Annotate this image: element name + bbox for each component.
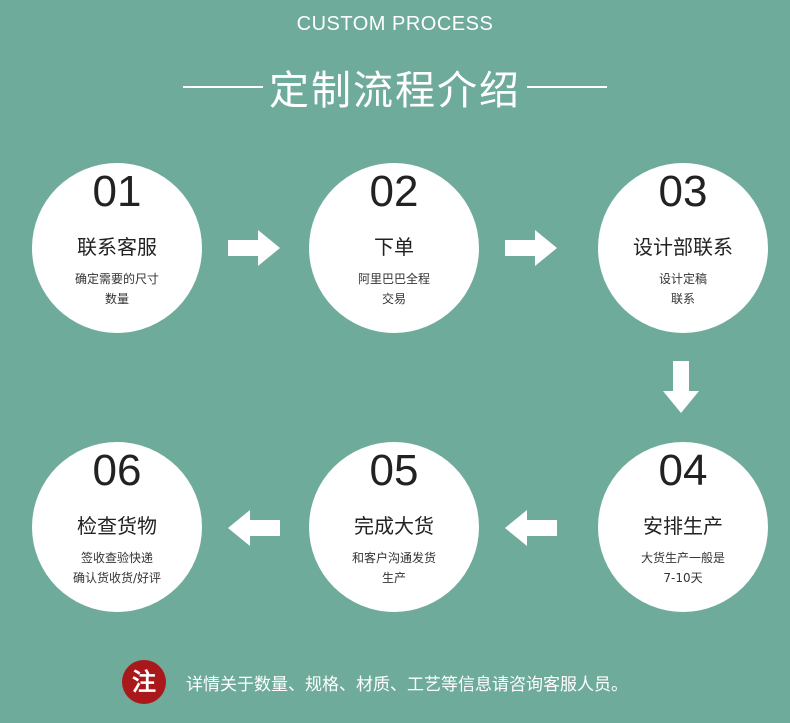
note-row: 注 详情关于数量、规格、材质、工艺等信息请咨询客服人员。 xyxy=(122,660,628,704)
arrow-left-icon xyxy=(228,510,280,546)
step-number: 02 xyxy=(369,167,419,216)
step-name: 联系客服 xyxy=(77,235,157,259)
step-description-line: 生产 xyxy=(381,571,406,585)
step-description: 确定需要的尺寸 数量 xyxy=(50,269,184,309)
step-04: 04 安排生产 大货生产一般是 7-10天 xyxy=(598,442,768,612)
arrow-left-icon xyxy=(505,510,557,546)
step-description-line: 阿里巴巴全程 xyxy=(357,272,430,286)
step-description-line: 签收查验快递 xyxy=(80,551,153,565)
step-name: 检查货物 xyxy=(77,514,157,538)
step-number: 03 xyxy=(658,167,708,216)
step-description: 和客户沟通发货 生产 xyxy=(327,548,461,588)
step-description: 阿里巴巴全程 交易 xyxy=(327,269,461,309)
subtitle: CUSTOM PROCESS xyxy=(296,13,494,35)
step-description-line: 确认货收货/好评 xyxy=(72,571,162,585)
arrow-right-icon xyxy=(505,230,557,266)
step-number: 04 xyxy=(658,446,708,495)
step-description-line: 联系 xyxy=(670,292,695,306)
step-name: 安排生产 xyxy=(643,514,723,538)
arrow-right-icon xyxy=(228,230,280,266)
step-01: 01 联系客服 确定需要的尺寸 数量 xyxy=(32,163,202,333)
step-description-line: 大货生产一般是 xyxy=(640,551,725,565)
step-description-line: 交易 xyxy=(381,292,406,306)
note-badge: 注 xyxy=(122,660,166,704)
step-name: 设计部联系 xyxy=(633,235,733,259)
step-description: 设计定稿 联系 xyxy=(616,269,750,309)
step-description-line: 和客户沟通发货 xyxy=(351,551,436,565)
step-03: 03 设计部联系 设计定稿 联系 xyxy=(598,163,768,333)
step-description-line: 数量 xyxy=(104,292,129,306)
step-02: 02 下单 阿里巴巴全程 交易 xyxy=(309,163,479,333)
step-name: 完成大货 xyxy=(354,514,434,538)
page-title: 定制流程介绍 xyxy=(269,68,521,114)
step-number: 06 xyxy=(92,446,142,495)
step-description: 签收查验快递 确认货收货/好评 xyxy=(50,548,184,588)
step-description-line: 设计定稿 xyxy=(658,272,707,286)
step-name: 下单 xyxy=(374,235,414,259)
step-05: 05 完成大货 和客户沟通发货 生产 xyxy=(309,442,479,612)
note-text: 详情关于数量、规格、材质、工艺等信息请咨询客服人员。 xyxy=(186,674,628,695)
title-row: 定制流程介绍 xyxy=(0,58,790,116)
title-divider-right xyxy=(527,86,607,88)
step-06: 06 检查货物 签收查验快递 确认货收货/好评 xyxy=(32,442,202,612)
step-number: 05 xyxy=(369,446,419,495)
step-description-line: 7-10天 xyxy=(663,571,703,585)
title-divider-left xyxy=(183,86,263,88)
step-description: 大货生产一般是 7-10天 xyxy=(616,548,750,588)
step-description-line: 确定需要的尺寸 xyxy=(74,272,159,286)
step-number: 01 xyxy=(92,167,142,216)
arrow-down-icon xyxy=(663,361,699,413)
